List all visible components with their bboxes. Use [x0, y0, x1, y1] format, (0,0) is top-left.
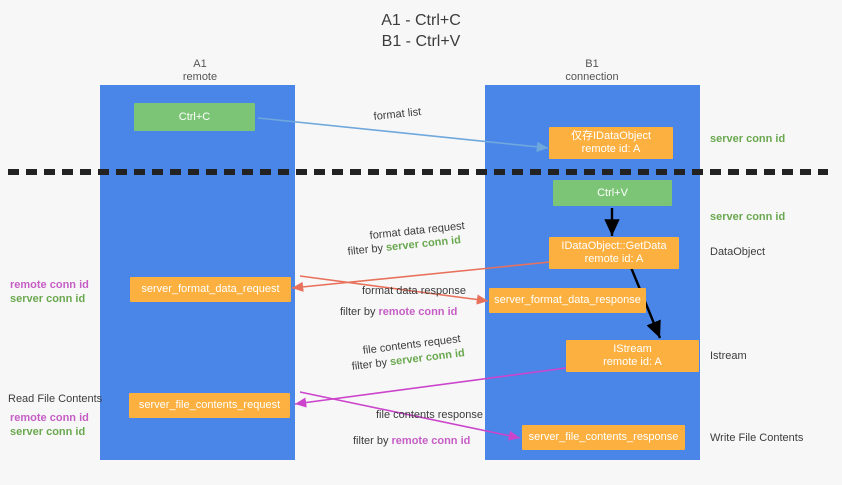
node-server-file-contents-response[interactable]: server_file_contents_response	[522, 425, 685, 450]
node-idataobject-getdata[interactable]: IDataObject::GetData remote id: A	[549, 237, 679, 269]
node-dataobject-top-id: remote id: A	[581, 143, 641, 155]
annotation-remote-conn-id-1: remote conn id	[10, 279, 89, 291]
annotation-left-conn-ids-upper: remote conn id server conn id	[10, 278, 89, 306]
node-file-contents-request-label: server_file_contents_request	[138, 399, 281, 411]
annotation-left-conn-ids-lower: remote conn id server conn id	[10, 411, 89, 439]
lane-header-a1: A1 remote	[140, 58, 260, 84]
node-server-format-data-request[interactable]: server_format_data_request	[130, 277, 291, 302]
node-format-data-request-label: server_format_data_request	[141, 283, 280, 295]
lane-b1-sub: connection	[565, 71, 619, 83]
filter-prefix-3: filter by	[351, 356, 391, 373]
edge-label-format-data-response-filter: filter by remote conn id	[340, 305, 457, 319]
node-ctrl-v[interactable]: Ctrl+V	[553, 180, 672, 206]
node-format-data-response-label: server_format_data_response	[494, 294, 641, 306]
filter-key-remote-conn-id-2: remote conn id	[391, 435, 471, 447]
edge-label-format-data-response: format data response	[362, 285, 466, 297]
filter-prefix-1: filter by	[347, 241, 387, 258]
node-istream-label: IStream	[613, 343, 652, 355]
annotation-server-conn-id-top: server conn id	[710, 133, 786, 145]
node-dataobject-top-label: 仅存IDataObject	[570, 130, 652, 142]
title-line-1: A1 - Ctrl+C	[381, 12, 461, 29]
annotation-remote-conn-id-2: remote conn id	[10, 412, 89, 424]
node-ctrl-c-label: Ctrl+C	[178, 110, 211, 123]
edge-label-file-contents-response: file contents response	[376, 409, 484, 421]
annotation-server-conn-id-second: server conn id	[710, 211, 786, 223]
node-istream[interactable]: IStream remote id: A	[566, 340, 699, 372]
annotation-server-conn-id-3: server conn id	[10, 293, 86, 305]
annotation-dataobject: DataObject	[710, 246, 766, 258]
node-istream-id: remote id: A	[603, 356, 662, 368]
node-dataobject-top[interactable]: 仅存IDataObject remote id: A	[549, 127, 673, 159]
filter-key-remote-conn-id-1: remote conn id	[378, 306, 458, 318]
node-file-contents-response-label: server_file_contents_response	[528, 431, 679, 443]
node-ctrl-c[interactable]: Ctrl+C	[134, 103, 255, 131]
filter-prefix-2: filter by	[340, 306, 379, 318]
node-ctrl-v-label: Ctrl+V	[597, 186, 628, 199]
annotation-server-conn-id-4: server conn id	[10, 426, 86, 438]
page-title: A1 - Ctrl+C B1 - Ctrl+V	[0, 10, 842, 52]
title-line-2: B1 - Ctrl+V	[381, 33, 461, 50]
edge-label-file-contents-response-filter: filter by remote conn id	[353, 434, 470, 448]
node-getdata-label: IDataObject::GetData	[561, 240, 667, 252]
annotation-write-file-contents: Write File Contents	[710, 432, 804, 444]
node-server-format-data-response[interactable]: server_format_data_response	[489, 288, 646, 313]
annotation-istream: Istream	[710, 350, 747, 362]
lane-b1-name: B1	[585, 58, 599, 70]
lane-header-b1: B1 connection	[532, 58, 652, 84]
lane-a1-sub: remote	[182, 71, 218, 83]
lane-a1-name: A1	[193, 58, 207, 70]
edge-label-format-list: format list	[373, 106, 422, 123]
node-getdata-id: remote id: A	[584, 253, 644, 265]
node-server-file-contents-request[interactable]: server_file_contents_request	[129, 393, 290, 418]
filter-prefix-4: filter by	[353, 435, 392, 447]
annotation-read-file-contents: Read File Contents	[8, 393, 103, 405]
